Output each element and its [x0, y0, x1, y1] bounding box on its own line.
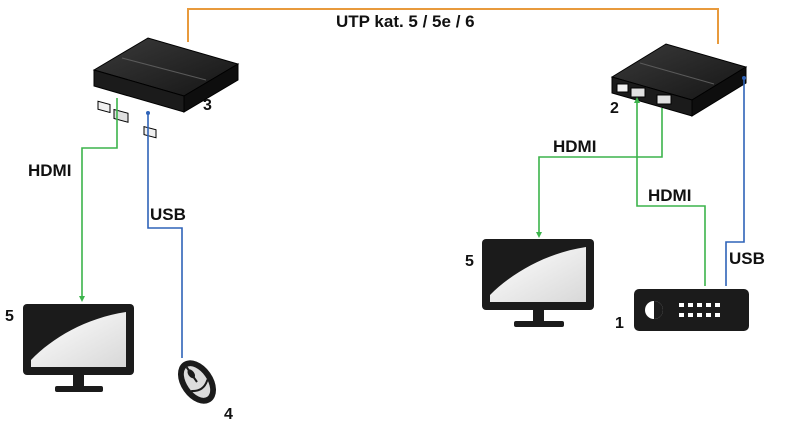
right-extender-number: 2 — [610, 100, 619, 117]
right-usb-label: USB — [729, 249, 765, 268]
left-extender-number: 3 — [203, 97, 212, 114]
left-hdmi-line — [81, 98, 118, 300]
utp-cable-line — [187, 8, 719, 44]
left-extender — [92, 37, 240, 139]
left-extender-port-hdmi — [97, 100, 111, 114]
right-hdmi-source-line — [636, 100, 706, 286]
left-usb-label: USB — [150, 205, 186, 224]
left-monitor — [23, 304, 134, 392]
right-hdmi-monitor-line — [538, 108, 663, 236]
right-extender — [610, 43, 748, 117]
source-device-number: 1 — [615, 315, 624, 332]
utp-cable-label: UTP kat. 5 / 5e / 6 — [336, 12, 475, 31]
left-hdmi-label: HDMI — [28, 161, 71, 180]
right-extender-port-usb — [656, 94, 672, 105]
left-monitor-number: 5 — [5, 308, 14, 325]
left-usb-line — [147, 113, 183, 358]
right-extender-port-hdmi-in — [630, 87, 646, 98]
right-monitor-number: 5 — [465, 253, 474, 270]
right-monitor — [482, 239, 594, 327]
right-extender-port-hdmi-out — [616, 83, 629, 93]
mouse — [177, 360, 217, 404]
right-usb-line — [725, 78, 745, 286]
mouse-number: 4 — [224, 406, 233, 423]
source-device — [634, 289, 749, 331]
right-hdmi-label-bottom: HDMI — [648, 186, 691, 205]
left-extender-port-usb — [143, 125, 157, 139]
right-hdmi-label-top: HDMI — [553, 137, 596, 156]
